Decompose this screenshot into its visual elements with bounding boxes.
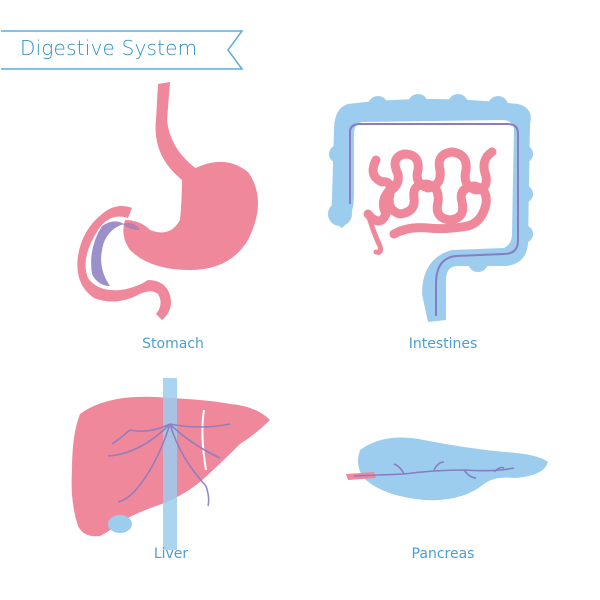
intestines-illustration (328, 94, 533, 322)
title-banner: Digestive System (0, 30, 245, 70)
ribbon-shape (1, 30, 244, 70)
liver-illustration (71, 378, 270, 550)
liver-label: Liver (153, 546, 189, 562)
pancreas-illustration (346, 437, 548, 501)
pancreas-label: Pancreas (411, 546, 475, 562)
intestines-label: Intestines (408, 336, 478, 352)
stomach-label: Stomach (142, 336, 204, 352)
stomach-illustration (77, 82, 258, 320)
page-title: Digestive System (20, 36, 198, 60)
